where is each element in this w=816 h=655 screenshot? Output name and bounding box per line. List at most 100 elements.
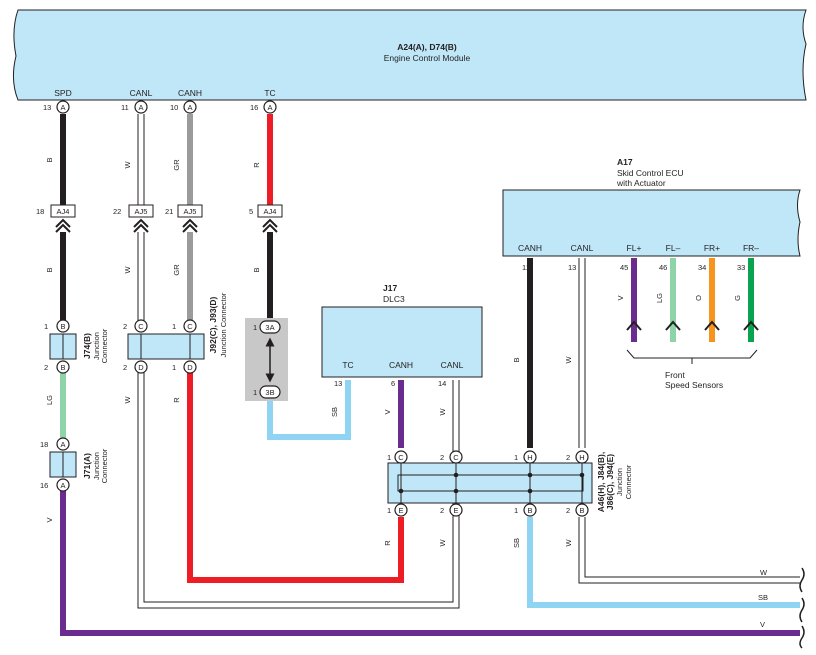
j71-ref: J71(A) xyxy=(82,453,92,479)
conn-marker xyxy=(259,385,281,399)
conn-marker xyxy=(394,450,408,464)
ecm-conn-letter: A xyxy=(267,103,272,112)
conn-marker xyxy=(449,503,463,517)
dlc3-pin-13: 13 xyxy=(334,379,342,388)
wire-label: R xyxy=(172,397,181,403)
wire-label: SB xyxy=(758,593,768,602)
wire-label: V xyxy=(45,517,54,522)
j92-pin: 1 xyxy=(172,363,176,372)
inline-canh-box xyxy=(177,204,203,218)
conn-letter: D xyxy=(138,363,144,372)
conn-letter: C xyxy=(398,453,404,462)
ecm-pin-13: 13 xyxy=(43,103,51,112)
j74-line2: Connector xyxy=(100,328,109,363)
conn-letter: A xyxy=(60,440,65,449)
wire-label: V xyxy=(760,620,765,629)
skid-pin-33: 33 xyxy=(737,263,745,272)
j92-junction-connector: 2 C 1 C 2 D 1 D J92(C), J93(D) Junction … xyxy=(123,292,228,374)
short-pin-connector: 1 3A 1 3B xyxy=(245,318,288,401)
wire-spd-v xyxy=(60,490,800,636)
inline-connectors: 18 AJ4 22 AJ5 21 AJ5 5 AJ4 xyxy=(36,204,283,233)
chevron-up-icon xyxy=(665,320,681,331)
j71-line2: Connector xyxy=(100,448,109,483)
ecm-conn-letter: A xyxy=(138,103,143,112)
ecm-conn-letter: A xyxy=(60,103,65,112)
wire-label: W xyxy=(760,568,768,577)
dlc3-terminal-canl: CANL xyxy=(441,360,464,370)
wire-label: SB xyxy=(512,538,521,548)
skid-terminal-canh: CANH xyxy=(518,243,542,253)
chevron-up-icon xyxy=(704,320,720,331)
conn-marker xyxy=(523,503,537,517)
inline-canl-name: AJ5 xyxy=(135,207,148,216)
dlc3-pin-14: 14 xyxy=(438,379,446,388)
chevron-up-icon xyxy=(262,218,278,233)
conn-letter: H xyxy=(527,453,532,462)
j74-line1: Junction xyxy=(92,332,101,360)
wire-label: R xyxy=(252,162,261,168)
wire-label: W xyxy=(438,408,447,416)
wire-tc-sb xyxy=(267,380,351,440)
j74-bot-pin: 2 xyxy=(44,363,48,372)
j92-body xyxy=(127,333,205,360)
jc-top-pin: 1 xyxy=(387,453,391,462)
skid-ecu-name-line2: with Actuator xyxy=(616,178,666,188)
skid-ecu-name-line1: Skid Control ECU xyxy=(617,168,684,178)
wire-canh-red xyxy=(187,372,404,583)
wire-label: V xyxy=(383,409,392,414)
skid-pin-34: 34 xyxy=(698,263,706,272)
inline-spd-box xyxy=(50,204,76,218)
ecm-conn-marker xyxy=(183,100,197,114)
right-junction-connector: 1 C 2 C 1 H 2 H 1 E 2 E 1 B 2 B A46(H), … xyxy=(387,450,633,517)
chevron-up-icon xyxy=(182,218,198,233)
jc-right-body xyxy=(387,462,593,504)
wire-label: W xyxy=(123,161,132,169)
conn-marker xyxy=(259,320,281,334)
jc-right-line3: Junction xyxy=(615,468,624,496)
inline-spd-pin: 18 xyxy=(36,207,44,216)
jc-right-ref-line2: J86(C), J94(E) xyxy=(605,454,615,510)
inline-spd-name: AJ4 xyxy=(57,207,70,216)
dlc3-terminal-canh: CANH xyxy=(389,360,413,370)
wire-label: W xyxy=(564,356,573,364)
wire-label: R xyxy=(383,540,392,546)
jc-top-pin: 2 xyxy=(566,453,570,462)
continuation-break xyxy=(799,567,805,649)
inline-canh-pin: 21 xyxy=(165,207,173,216)
wire-label: GR xyxy=(172,264,181,276)
skid-terminal-fr-plus: FR+ xyxy=(704,243,720,253)
conn-marker xyxy=(134,319,148,333)
wire-label: W xyxy=(123,396,132,404)
j92-pin: 2 xyxy=(123,322,127,331)
ecm-name: Engine Control Module xyxy=(384,53,471,63)
wire-label: W xyxy=(123,266,132,274)
inline-canl-pin: 22 xyxy=(113,207,121,216)
j71-junction-connector: 18 A 16 A J71(A) Junction Connector xyxy=(40,437,109,492)
conn-letter: B xyxy=(60,322,65,331)
ecm-conn-marker xyxy=(263,100,277,114)
wire-label: LG xyxy=(45,395,54,405)
inline-tc-name: AJ4 xyxy=(264,207,277,216)
skid-pin-13: 13 xyxy=(568,263,576,272)
inline-canl-box xyxy=(128,204,154,218)
wire-label: SB xyxy=(330,407,339,417)
conn-marker xyxy=(56,319,70,333)
chevron-up-icon xyxy=(133,218,149,233)
j74-ref: J74(B) xyxy=(82,333,92,359)
conn-letter: B xyxy=(527,506,532,515)
wire-label: B xyxy=(45,157,54,162)
jc-bot-pin: 1 xyxy=(514,506,518,515)
chevron-up-icon xyxy=(626,320,642,331)
ecm-terminal-tc: TC xyxy=(264,88,275,98)
chevron-up-icon xyxy=(55,218,71,233)
wire-label: LG xyxy=(655,293,664,303)
j71-line1: Junction xyxy=(92,452,101,480)
wire-label: W xyxy=(564,539,573,547)
sensor-bracket xyxy=(626,349,758,359)
j92-ref: J92(C), J93(D) xyxy=(208,296,218,353)
conn-marker xyxy=(56,437,70,451)
conn-letter: H xyxy=(579,453,584,462)
skid-pin-45: 45 xyxy=(620,263,628,272)
conn-letter: E xyxy=(398,506,403,515)
conn-marker xyxy=(56,478,70,492)
